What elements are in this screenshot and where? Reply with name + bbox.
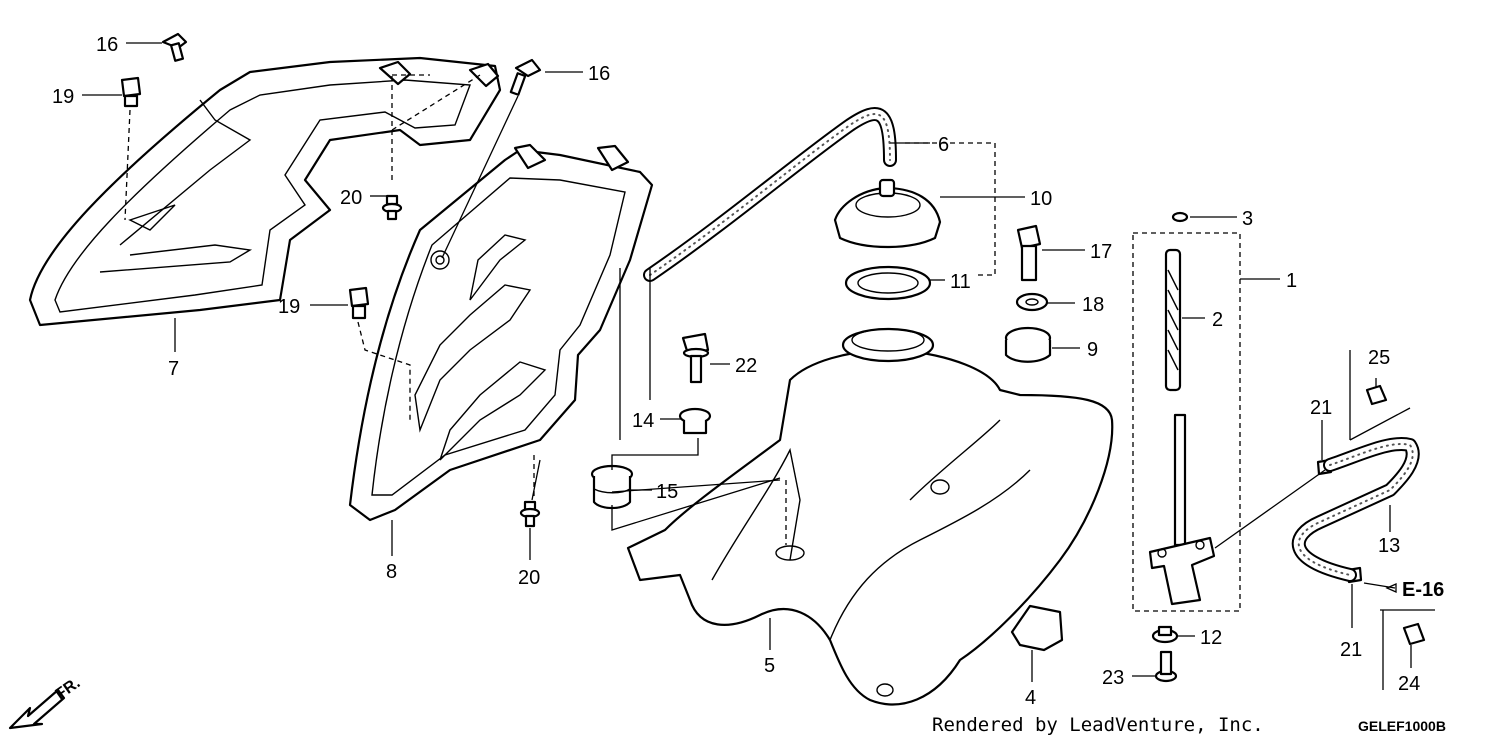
render-credit: Rendered by LeadVenture, Inc.	[932, 714, 1264, 736]
part-5-fuel-tank	[626, 327, 1114, 706]
callout-22: 22	[735, 355, 757, 377]
callout-11: 11	[950, 271, 971, 293]
front-arrow-icon	[8, 688, 66, 730]
part-10-fuel-cap	[833, 178, 942, 249]
callout-2: 2	[1212, 309, 1223, 331]
callout-6: 6	[938, 134, 949, 156]
callout-5: 5	[764, 655, 775, 677]
callout-21-bottom: 21	[1340, 639, 1362, 661]
drawing-code: GELEF1000B	[1358, 718, 1446, 734]
callout-12: 12	[1200, 627, 1222, 649]
part-6-breather-hose	[643, 107, 897, 282]
callout-16-top: 16	[96, 34, 118, 56]
part-4-cushion	[1010, 604, 1064, 652]
part-7-shroud	[28, 56, 502, 327]
part-8-side-cover	[348, 143, 654, 522]
callout-16-right: 16	[588, 63, 610, 85]
part-13-fuel-hose	[1291, 437, 1420, 582]
callout-15: 15	[656, 481, 678, 503]
callout-17: 17	[1090, 241, 1112, 263]
callout-4: 4	[1025, 687, 1036, 709]
callout-25: 25	[1368, 347, 1390, 369]
front-direction-marker: FR.	[8, 675, 83, 730]
callout-labels: 16 19 16 20 19 7 8 20 22 14 15 5 6 10 11…	[52, 34, 1420, 709]
callout-20-top: 20	[340, 187, 362, 209]
callout-1: 1	[1286, 270, 1297, 292]
callout-24: 24	[1398, 673, 1420, 695]
callout-7: 7	[168, 358, 179, 380]
callout-3: 3	[1242, 208, 1253, 230]
callout-9: 9	[1087, 339, 1098, 361]
hardware	[120, 32, 1426, 683]
callout-20-bottom: 20	[518, 567, 540, 589]
callout-19-top: 19	[52, 86, 74, 108]
part-11-cap-gasket	[844, 265, 932, 301]
callout-19-middle: 19	[278, 296, 300, 318]
callout-13: 13	[1378, 535, 1400, 557]
callout-14: 14	[632, 410, 654, 432]
callout-23: 23	[1102, 667, 1124, 689]
reference-e16: E-16	[1402, 579, 1444, 601]
callout-8: 8	[386, 561, 397, 583]
callout-21-top: 21	[1310, 397, 1332, 419]
part-1-fuel-valve-assembly	[1132, 232, 1241, 612]
callout-18: 18	[1082, 294, 1104, 316]
callout-10: 10	[1030, 188, 1052, 210]
leader-lines	[82, 42, 1435, 690]
